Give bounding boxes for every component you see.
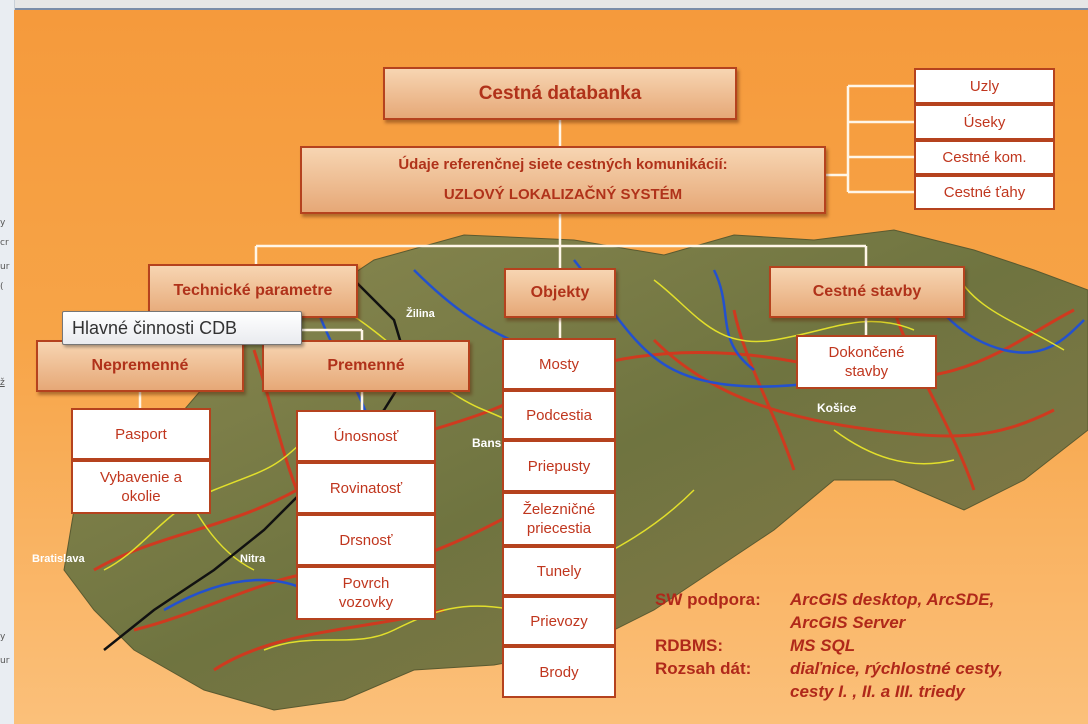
left-text-fragment: cr: [0, 238, 9, 248]
right-list-item: Úseky: [914, 104, 1055, 140]
object-item: Železničné priecestia: [502, 492, 616, 546]
subcategory-variable: Premenné: [262, 340, 470, 392]
info-value: ArcGIS Server: [790, 613, 906, 632]
info-value: MS SQL: [790, 636, 856, 655]
fixed-item: Pasport: [71, 408, 211, 460]
variable-item: Drsnosť: [296, 514, 436, 566]
map-label-nitra: Nitra: [240, 553, 266, 565]
left-text-fragment: ž: [0, 378, 5, 388]
category-objects: Objekty: [504, 268, 616, 318]
reference-line-1: Údaje referenčnej siete cestných komunik…: [398, 156, 728, 173]
right-list-item: Cestné kom.: [914, 140, 1055, 175]
left-text-fragment: y: [0, 218, 6, 228]
info-label: Rozsah dát:: [655, 659, 752, 678]
map-label-zilina: Žilina: [406, 307, 436, 320]
variable-item: Únosnosť: [296, 410, 436, 462]
object-item: Priepusty: [502, 440, 616, 492]
map-label-kosice: Košice: [817, 401, 857, 415]
info-value: cesty I. , II. a III. triedy: [790, 682, 965, 701]
right-list-item: Cestné ťahy: [914, 175, 1055, 210]
tooltip: Hlavné činnosti CDB: [62, 311, 302, 345]
object-item: Prievozy: [502, 596, 616, 646]
left-text-fragment: ur: [0, 656, 10, 666]
left-text-fragment: ur: [0, 262, 10, 272]
root-cestna-databanka: Cestná databanka: [383, 67, 737, 120]
info-value: diaľnice, rýchlostné cesty,: [790, 659, 1004, 678]
left-text-fragment: y: [0, 632, 6, 642]
info-label: [655, 611, 790, 634]
info-row: Rozsah dát: diaľnice, rýchlostné cesty,: [655, 657, 1003, 680]
fixed-item: Vybavenie a okolie: [71, 460, 211, 514]
object-item: Mosty: [502, 338, 616, 390]
variable-item: Povrch vozovky: [296, 566, 436, 620]
info-row: SW podpora: ArcGIS desktop, ArcSDE,: [655, 588, 1003, 611]
subcategory-fixed: Nepremenné: [36, 340, 244, 392]
object-item: Tunely: [502, 546, 616, 596]
left-text-fragment: (: [0, 282, 4, 292]
object-item: Brody: [502, 646, 616, 698]
category-technical-parameters: Technické parametre: [148, 264, 358, 318]
category-road-constructions: Cestné stavby: [769, 266, 965, 318]
software-info: SW podpora: ArcGIS desktop, ArcSDE, ArcGI…: [655, 588, 1003, 703]
object-item: Podcestia: [502, 390, 616, 440]
left-background-window: y cr ur ( ž y ur: [0, 0, 15, 724]
variable-item: Rovinatosť: [296, 462, 436, 514]
map-label-bans: Bans: [472, 436, 502, 450]
info-label: [655, 680, 790, 703]
window-top-bar: [0, 0, 1088, 10]
info-row: RDBMS: MS SQL: [655, 634, 1003, 657]
info-label: RDBMS:: [655, 636, 723, 655]
info-label: SW podpora:: [655, 590, 761, 609]
info-row: ArcGIS Server: [655, 611, 1003, 634]
right-list-item: Uzly: [914, 68, 1055, 104]
reference-line-2: UZLOVÝ LOKALIZAČNÝ SYSTÉM: [443, 186, 683, 203]
info-value: ArcGIS desktop, ArcSDE,: [790, 590, 995, 609]
info-row: cesty I. , II. a III. triedy: [655, 680, 1003, 703]
construction-item: Dokončené stavby: [796, 335, 937, 389]
map-label-bratislava: Bratislava: [32, 553, 85, 565]
reference-network-box: Údaje referenčnej siete cestných komunik…: [300, 146, 826, 214]
